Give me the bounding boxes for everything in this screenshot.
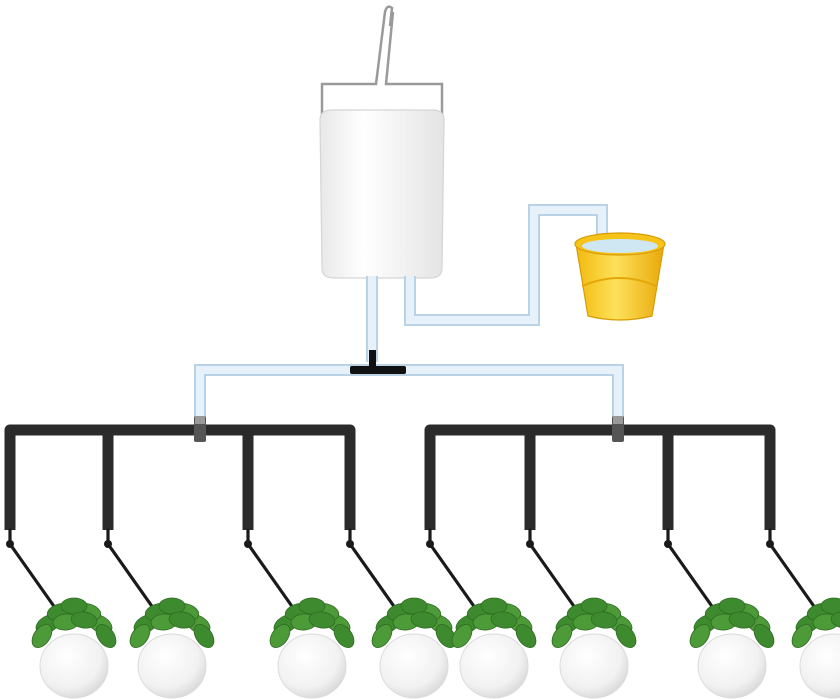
- leaf: [791, 624, 813, 648]
- leaf: [333, 624, 355, 648]
- drip-tube-icon: [104, 528, 158, 614]
- potted-plant-icon: [551, 597, 637, 699]
- drip-tube-icon: [426, 528, 480, 614]
- potted-plant-icon: [371, 597, 457, 699]
- potted-plant-icon: [129, 597, 215, 699]
- leaf: [95, 624, 117, 648]
- pot: [697, 633, 767, 699]
- leaf: [689, 624, 711, 648]
- connector-cap: [195, 416, 205, 424]
- leaf: [129, 624, 151, 648]
- potted-plant-icon: [31, 597, 117, 699]
- drip-tube-icon: [6, 528, 60, 614]
- leaf: [551, 624, 573, 648]
- leaf: [269, 624, 291, 648]
- potted-plant-group: [31, 597, 840, 699]
- leaf: [615, 624, 637, 648]
- drip-tube-icon: [244, 528, 298, 614]
- leaf: [168, 611, 196, 629]
- drip-tube-icon: [346, 528, 400, 614]
- pot: [137, 633, 207, 699]
- manifold-drop: [102, 430, 254, 530]
- wire-hook-icon: [320, 5, 444, 118]
- leaf: [451, 624, 473, 648]
- drip-tube-icon: [526, 528, 580, 614]
- pot: [559, 633, 629, 699]
- pot: [799, 633, 840, 699]
- manifold-pipe: [4, 424, 356, 530]
- leaf: [435, 624, 457, 648]
- leaf: [70, 611, 98, 629]
- potted-plant-icon: [689, 597, 775, 699]
- manifold-pipe: [424, 424, 776, 530]
- manifold-group: [4, 416, 776, 530]
- feed-tube: [194, 204, 624, 424]
- leaf: [193, 624, 215, 648]
- leaf: [371, 624, 393, 648]
- leaf: [728, 611, 756, 629]
- connector-cap: [613, 416, 623, 424]
- manifold-1: [4, 416, 356, 530]
- tee-connector-icon: [350, 350, 406, 374]
- pot: [39, 633, 109, 699]
- potted-plant-icon: [791, 597, 840, 699]
- water-bag-icon: [319, 109, 445, 279]
- leaf: [753, 624, 775, 648]
- leaf: [830, 611, 840, 629]
- drip-tube-icon: [766, 528, 820, 614]
- bucket-icon: [574, 232, 666, 321]
- leaf: [590, 611, 618, 629]
- leaf: [31, 624, 53, 648]
- leaf: [490, 611, 518, 629]
- leaf: [410, 611, 438, 629]
- leaf: [515, 624, 537, 648]
- leaf: [308, 611, 336, 629]
- drip-tube-icon: [664, 528, 718, 614]
- pot: [277, 633, 347, 699]
- pot: [379, 633, 449, 699]
- potted-plant-icon: [451, 597, 537, 699]
- manifold-2: [424, 416, 776, 530]
- manifold-drop: [524, 430, 674, 530]
- drip-line-group: [6, 528, 820, 614]
- pot: [459, 633, 529, 699]
- potted-plant-icon: [269, 597, 355, 699]
